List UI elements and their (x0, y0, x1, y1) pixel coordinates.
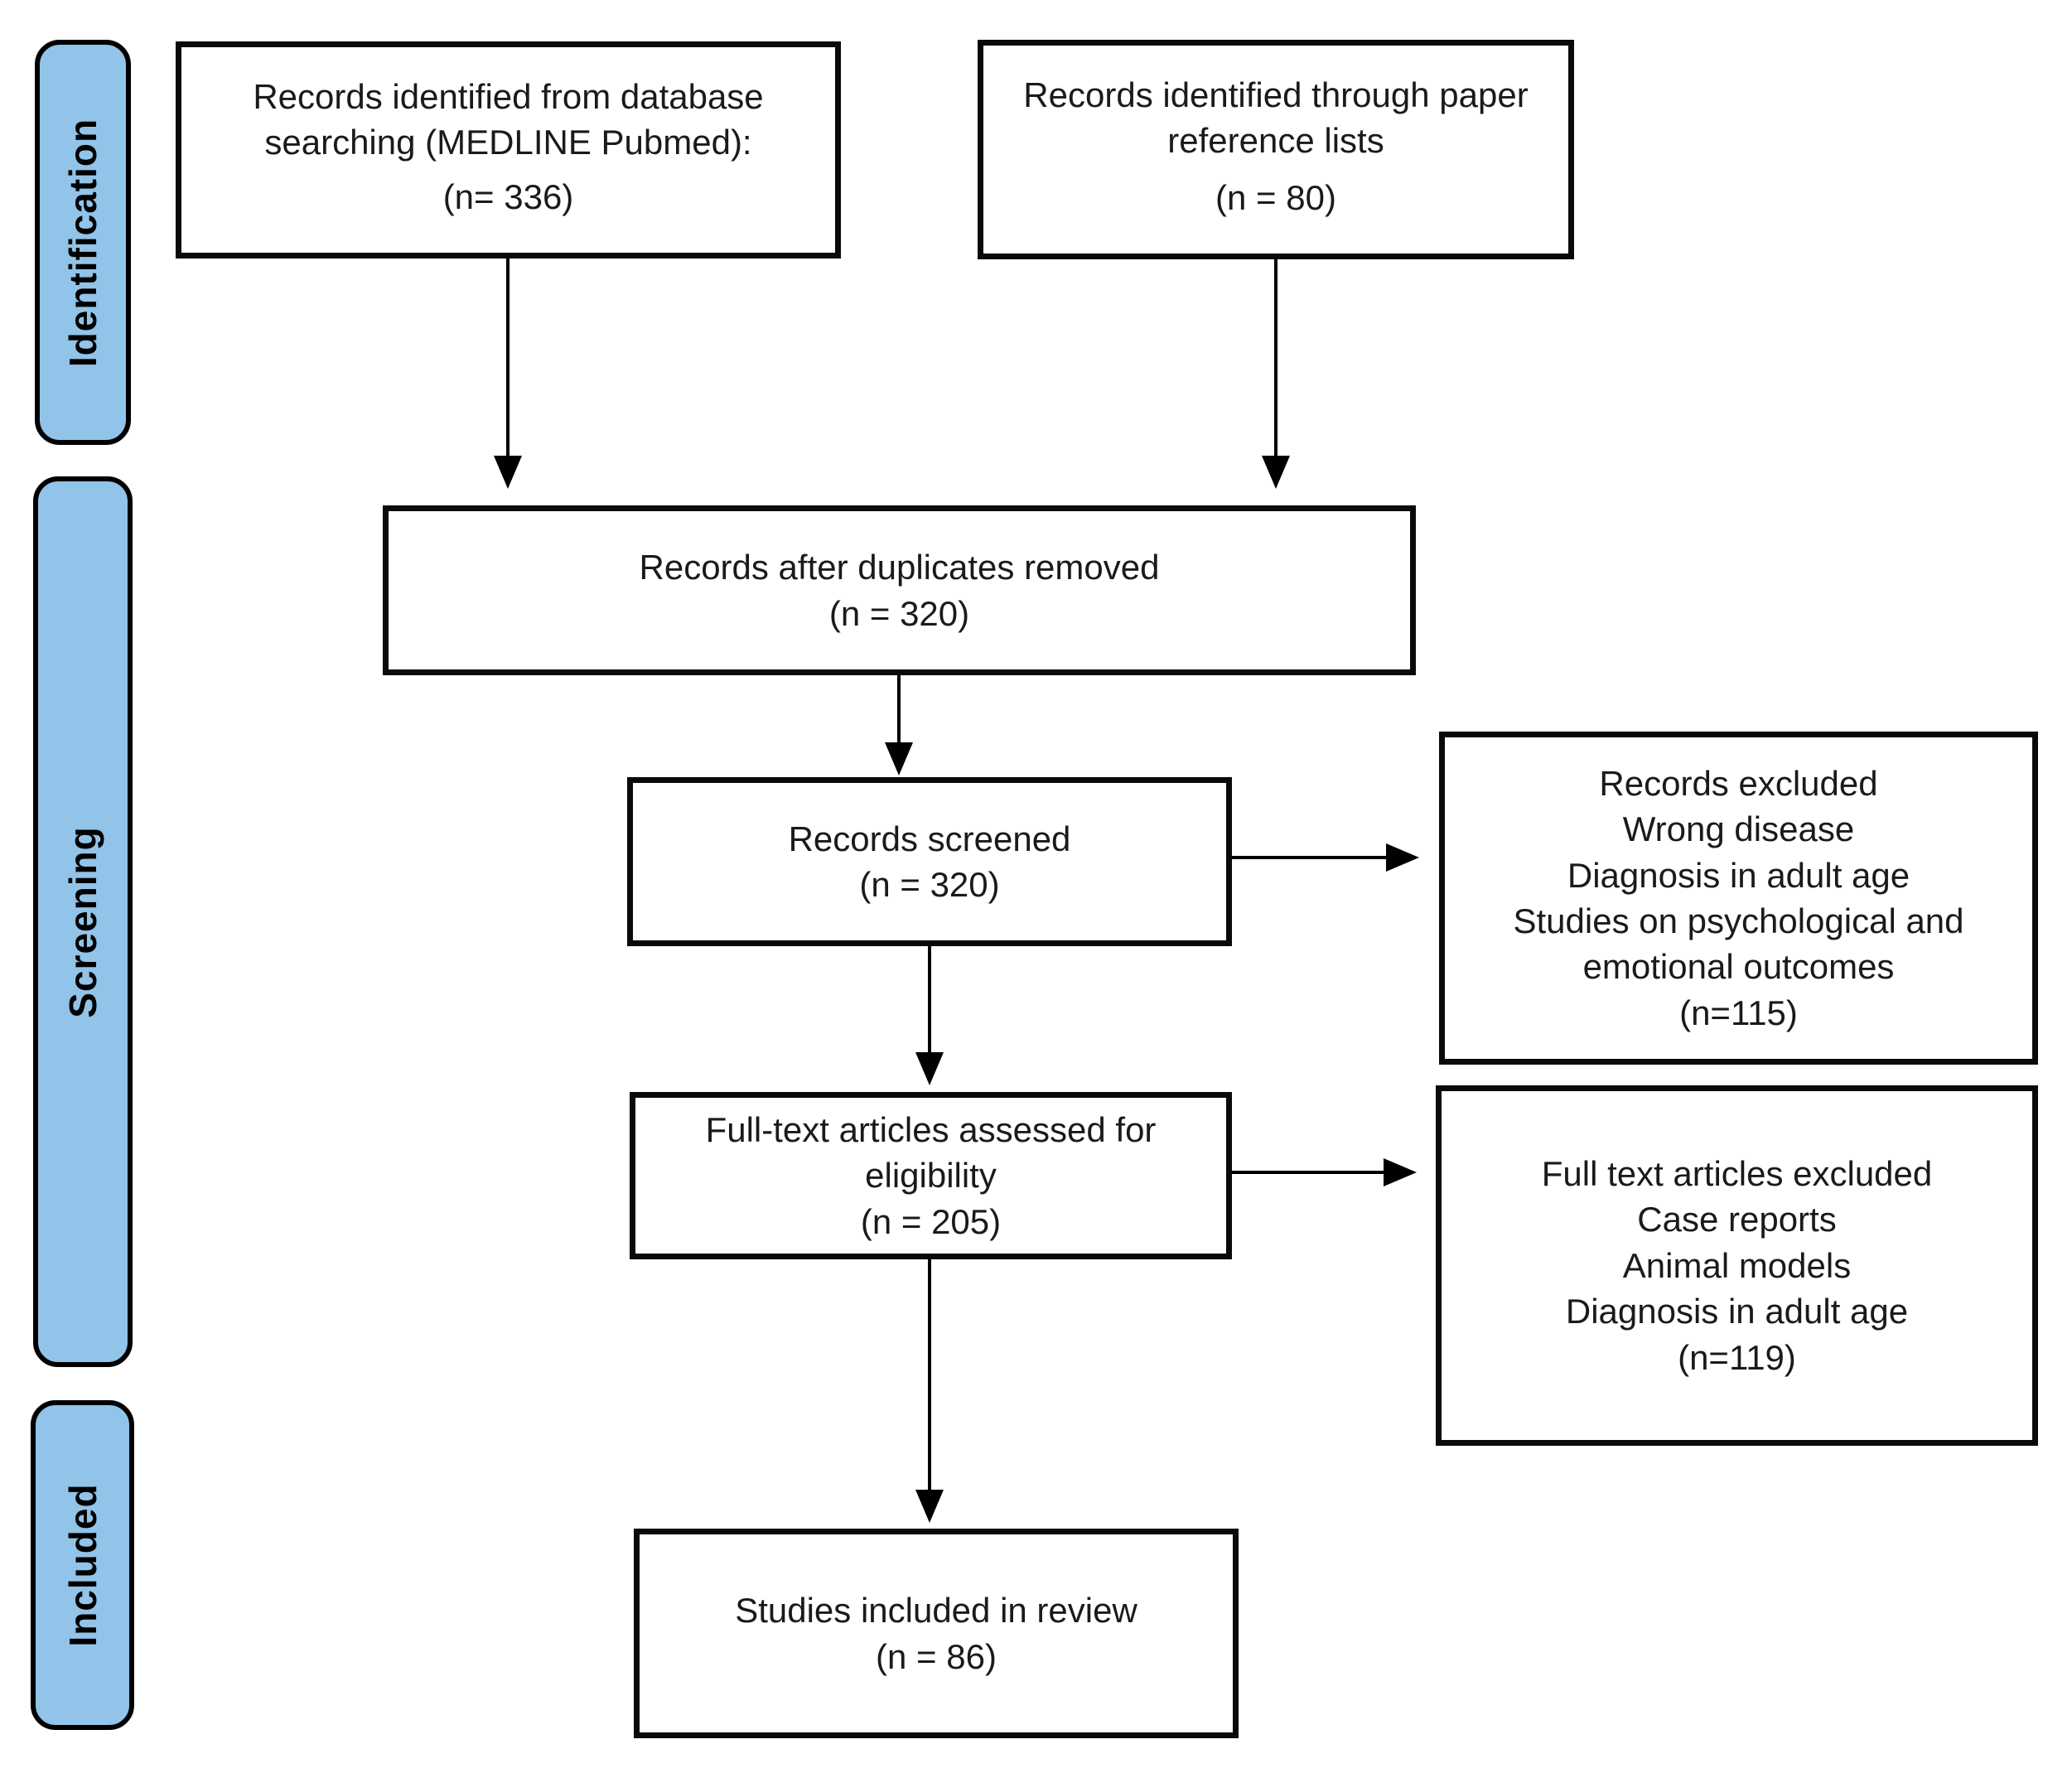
exclusion-reason: Wrong disease (1622, 809, 1855, 849)
box-count: (n = 86) (876, 1636, 997, 1676)
stage-label-screening: Screening (61, 825, 104, 1018)
arrow-shaft (1274, 259, 1277, 457)
box-title: Records identified through paper referen… (1023, 75, 1529, 161)
stage-bar-screening: Screening (33, 476, 133, 1367)
arrow-head-down-icon (885, 742, 913, 775)
stage-label-included: Included (60, 1483, 104, 1647)
arrow-head-down-icon (494, 456, 522, 489)
box-records-identified-database: Records identified from database searchi… (176, 41, 841, 258)
arrow-head-down-icon (1262, 456, 1290, 489)
exclusion-reason: Case reports (1637, 1200, 1837, 1239)
arrow-shaft (506, 258, 510, 457)
box-count: (n = 320) (859, 865, 1000, 904)
arrow-shaft (928, 946, 931, 1054)
box-count: (n=115) (1679, 993, 1798, 1032)
exclusion-reason: Diagnosis in adult age (1565, 1292, 1909, 1331)
arrow-head-right-icon (1386, 843, 1419, 872)
arrow-head-down-icon (915, 1052, 944, 1085)
box-count: (n= 336) (442, 176, 574, 216)
box-count: (n = 80) (1215, 177, 1336, 217)
box-fulltext-excluded: Full text articles excluded Case reports… (1436, 1085, 2038, 1446)
stage-bar-identification: Identification (35, 40, 131, 445)
arrow-shaft (1232, 856, 1388, 859)
arrow-head-right-icon (1384, 1158, 1417, 1186)
box-title: Studies included in review (735, 1591, 1137, 1631)
exclusion-reason: Animal models (1622, 1245, 1852, 1285)
box-included-review: Studies included in review (n = 86) (634, 1529, 1239, 1738)
arrow-shaft (897, 675, 901, 744)
arrow-shaft (1232, 1171, 1385, 1174)
box-title: Full-text articles assessed for eligibil… (705, 1109, 1157, 1196)
exclusion-reason: Studies on psychological and emotional o… (1513, 901, 1964, 987)
stage-label-identification: Identification (61, 118, 104, 367)
stage-bar-included: Included (31, 1400, 134, 1730)
box-fulltext-assessed: Full-text articles assessed for eligibil… (630, 1092, 1232, 1259)
box-records-identified-references: Records identified through paper referen… (978, 40, 1574, 259)
box-title: Records excluded (1599, 763, 1878, 803)
box-after-duplicates: Records after duplicates removed (n = 32… (383, 505, 1416, 675)
arrow-head-down-icon (915, 1490, 944, 1523)
box-title: Full text articles excluded (1541, 1153, 1933, 1193)
box-title: Records identified from database searchi… (253, 77, 764, 162)
box-records-excluded: Records excluded Wrong disease Diagnosis… (1439, 732, 2038, 1065)
box-title: Records screened (788, 819, 1071, 858)
box-title: Records after duplicates removed (639, 548, 1160, 587)
exclusion-reason: Diagnosis in adult age (1567, 855, 1910, 895)
box-count: (n = 205) (860, 1201, 1002, 1241)
box-count: (n = 320) (828, 593, 970, 633)
box-count: (n=119) (1678, 1337, 1796, 1377)
arrow-shaft (928, 1259, 931, 1491)
box-records-screened: Records screened (n = 320) (627, 777, 1232, 946)
